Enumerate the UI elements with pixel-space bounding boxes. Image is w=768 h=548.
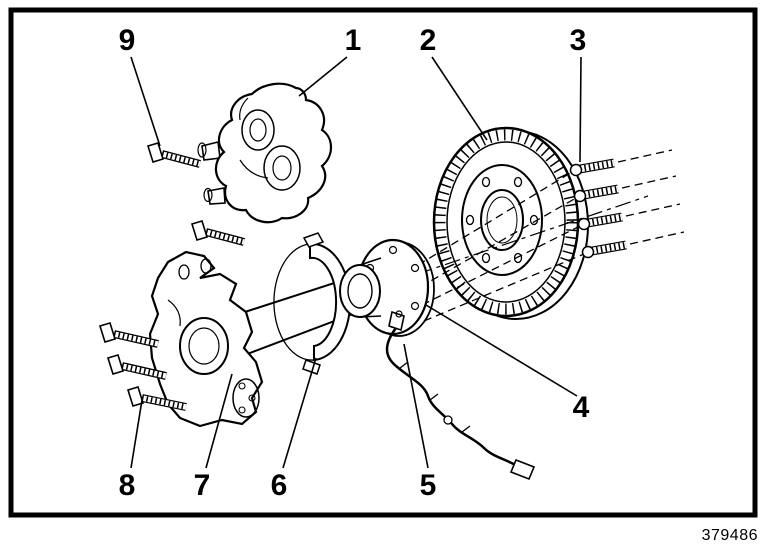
callout-3: 3: [569, 24, 587, 57]
callout-8: 8: [118, 469, 136, 502]
callout-4: 4: [572, 391, 590, 424]
callout-9: 9: [118, 24, 136, 57]
abs-sensor-harness-drawing: [385, 310, 536, 481]
callout-1: 1: [344, 24, 362, 57]
hub-assembly-drawing: [339, 238, 435, 337]
knuckle-bolts-drawing: [98, 322, 187, 411]
mount-bolts-drawing: [146, 142, 246, 246]
callout-7: 7: [193, 469, 211, 502]
diagram-border: [8, 7, 758, 518]
figure-number: 379486: [701, 527, 758, 544]
callout-5: 5: [419, 469, 437, 502]
steering-knuckle-drawing: [148, 250, 264, 428]
callout-6: 6: [270, 469, 288, 502]
caliper-mount-drawing: [197, 82, 333, 224]
callout-leader-lines: [130, 56, 582, 469]
wheel-studs-drawing: [569, 158, 627, 259]
callout-2: 2: [419, 24, 437, 57]
shield-retainer-drawing: [273, 232, 352, 375]
brake-rotor-drawing: [432, 126, 589, 320]
